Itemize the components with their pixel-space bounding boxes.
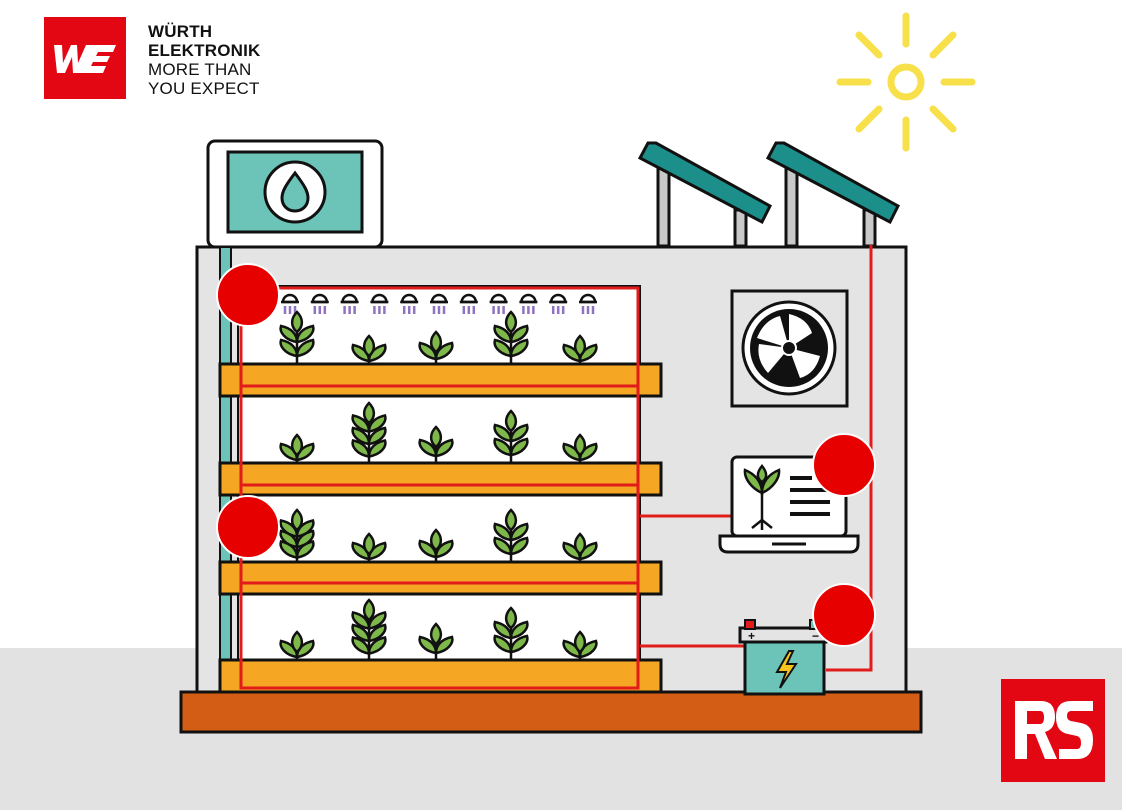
laptop-icon [718,455,860,554]
wurth-logo-text: WÜRTH ELEKTRONIK MORE THAN YOU EXPECT [148,22,261,98]
sprinkler-row [281,293,597,314]
fan-icon [730,289,849,408]
sprinkler-icon [489,293,508,314]
minus-symbol: − [812,629,819,643]
plant-icon [418,330,454,379]
sprinkler-icon [459,293,478,314]
plant-icon [493,606,529,675]
shelf [218,560,663,596]
battery-icon: + − [738,619,828,696]
sprinkler-icon [281,293,299,314]
logo-line-3: MORE THAN [148,60,252,79]
rs-logo [1001,679,1105,782]
sprinkler-icon [370,293,389,314]
solar-panel-icon [637,141,900,248]
rs-logo-icon [1015,701,1093,759]
sprinkler-icon [340,293,359,314]
sprinkler-icon [549,293,568,314]
sensor-dot [216,263,280,327]
sun-icon [836,12,976,152]
sprinkler-icon [579,293,597,314]
shelf [218,362,663,398]
sprinkler-icon [310,293,329,314]
sensors [216,263,876,647]
we-logo-icon [54,45,116,73]
water-level-display [206,139,384,249]
logo-line-1: WÜRTH [148,22,213,41]
sprinkler-icon [430,293,448,314]
sensor-wiring [239,245,873,690]
plus-symbol: + [748,629,755,643]
plant-icon [351,401,387,478]
sprinkler-icon [400,293,419,314]
lightning-icon [775,650,798,689]
sprinkler-icon [519,293,538,314]
logo-line-4: YOU EXPECT [148,79,260,98]
sensor-dot [812,583,876,647]
base-platform [179,690,923,734]
water-drop-icon [263,160,327,224]
logo-line-2: ELEKTRONIK [148,41,261,60]
plant-icon [351,598,387,675]
plant-icon [279,310,315,379]
wurth-logo-mark [44,17,126,99]
shelf [218,461,663,497]
sensor-dot [216,495,280,559]
sensor-dot [812,433,876,497]
